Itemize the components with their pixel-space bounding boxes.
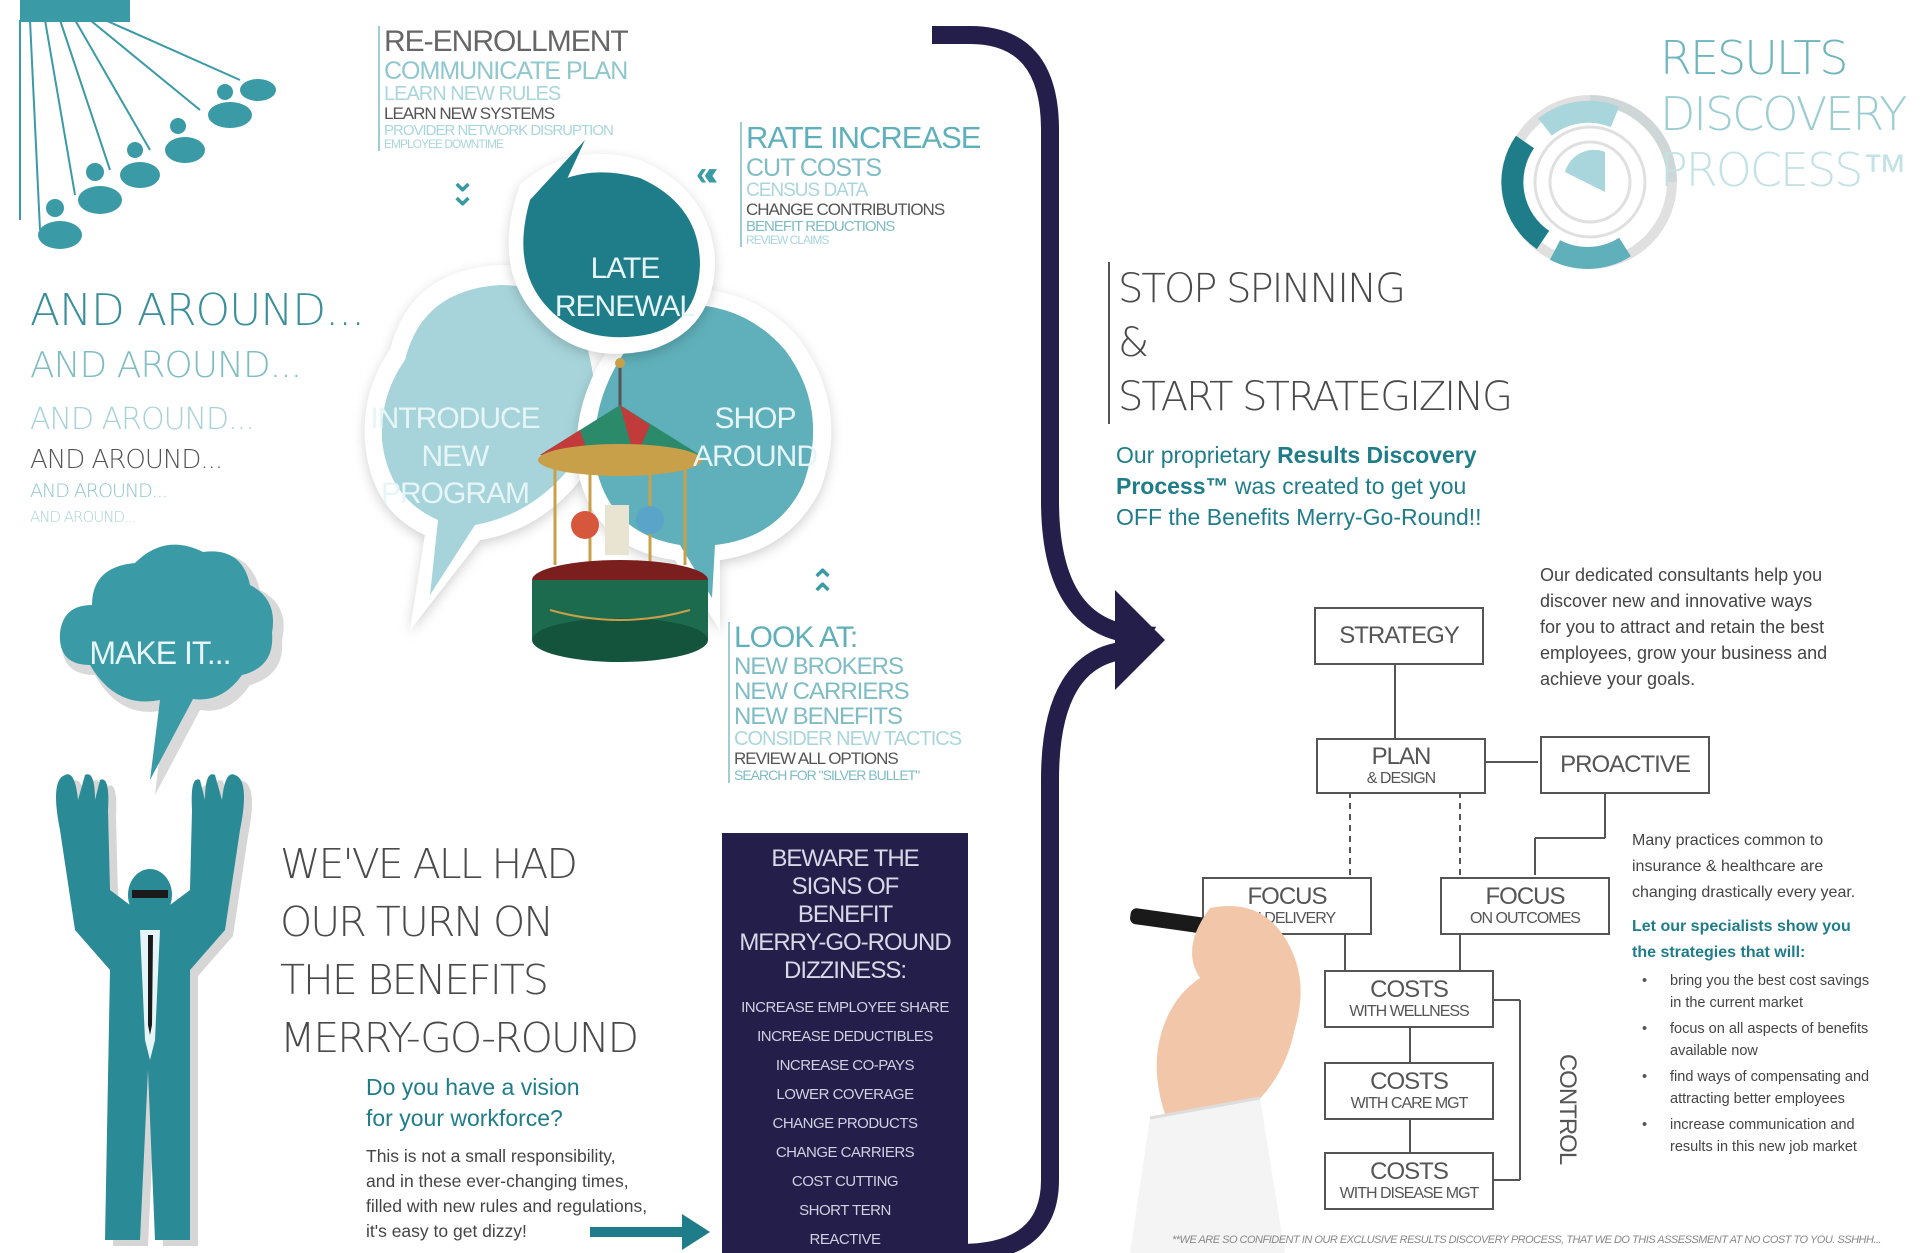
cycle-bubbles [364, 140, 832, 630]
list-item: LOWER COVERAGE [776, 1086, 914, 1103]
flow-box-proactive: PROACTIVE [1540, 736, 1710, 794]
list-item: REACTIVE [809, 1231, 881, 1248]
list-item: focus on all aspects of benefitsavailabl… [1640, 1018, 1910, 1062]
stop-spinning-heading: STOP SPINNING&START STRATEGIZING [1108, 262, 1513, 424]
carousel-music-box-image [532, 358, 708, 662]
around-text-2: AND AROUND... [30, 345, 302, 386]
rate-increase-list: RATE INCREASE CUT COSTS CENSUS DATA CHAN… [740, 121, 981, 247]
reenrollment-list: RE-ENROLLMENT COMMUNICATE PLAN LEARN NEW… [378, 26, 629, 151]
look-at-list: LOOK AT: NEW BROKERS NEW CARRIERS NEW BE… [728, 622, 962, 783]
list-item: INCREASE EMPLOYEE SHARE [741, 999, 949, 1016]
list-item: COST CUTTING [791, 1173, 899, 1190]
flow-box-plan-design: PLAN& DESIGN [1316, 738, 1486, 794]
flow-box-strategy: STRATEGY [1314, 607, 1484, 665]
arrow-right-icon [590, 1214, 710, 1250]
swing-ride-illustration [19, 0, 276, 249]
make-it-text: MAKE IT... [89, 635, 231, 671]
chevron-left-icon: «‹ [696, 155, 718, 193]
chevron-down-icon: ⌄⌄ [450, 165, 476, 212]
around-text-6: AND AROUND... [30, 508, 136, 526]
list-item: CHANGE CARRIERS [775, 1144, 915, 1161]
proprietary-process-text: Our proprietary Results Discovery Proces… [1116, 442, 1482, 530]
around-text-1: AND AROUND... [30, 285, 365, 336]
chevron-up-icon: ⌃⌃ [810, 565, 836, 612]
footer-disclaimer: **WE ARE SO CONFIDENT IN OUR EXCLUSIVE R… [1172, 1234, 1882, 1246]
brace-arrow [932, 26, 1165, 1253]
around-text-4: AND AROUND... [30, 445, 223, 475]
control-label: CONTROL [1554, 1053, 1582, 1165]
vision-body-text: This is not a small responsibility,and i… [366, 1146, 648, 1241]
around-text-5: AND AROUND... [30, 480, 168, 502]
results-discovery-logo [1501, 95, 1677, 269]
hand-with-marker-image [1130, 906, 1301, 1253]
results-discovery-title: RESULTS DISCOVERY PROCESS™ [1660, 31, 1907, 197]
list-item: find ways of compensating andattracting … [1640, 1066, 1910, 1110]
make-it-cloud [59, 544, 284, 795]
businessman-figure [56, 774, 252, 1246]
around-text-3: AND AROUND... [30, 402, 255, 437]
list-item: CHANGE PRODUCTS [772, 1115, 918, 1132]
beware-list: INCREASE EMPLOYEE SHARE INCREASE DEDUCTI… [722, 993, 968, 1253]
list-item: INCREASE CO-PAYS [775, 1057, 915, 1074]
list-item: INCREASE DEDUCTIBLES [757, 1028, 933, 1045]
list-item: SHORT TERN [799, 1202, 891, 1219]
flow-connectors [1344, 663, 1606, 1181]
